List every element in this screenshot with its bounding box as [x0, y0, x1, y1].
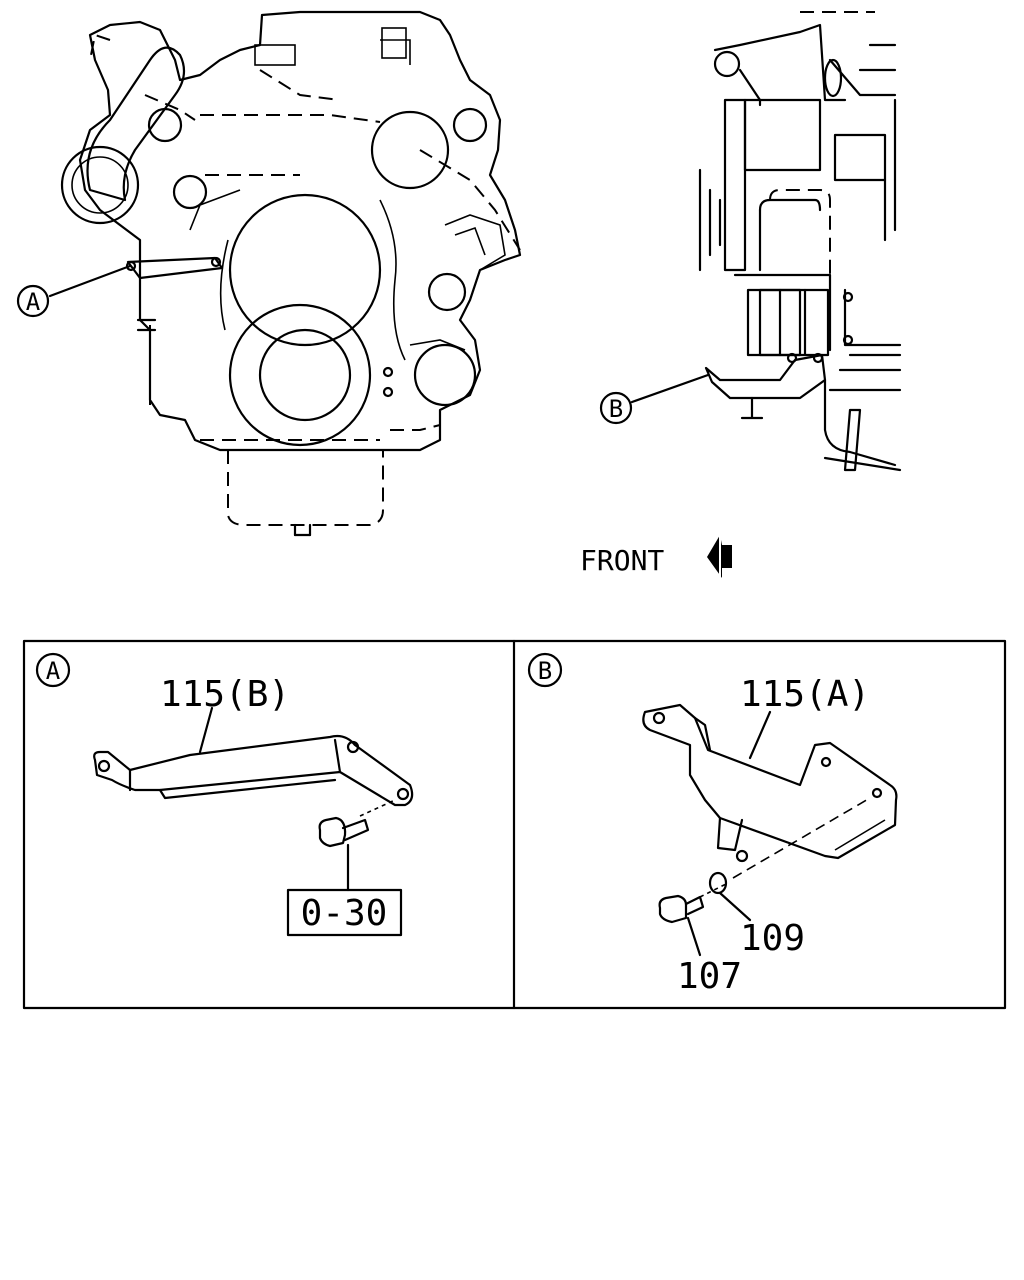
front-label: FRONT	[580, 544, 664, 577]
label-109: 109	[740, 918, 805, 959]
bracket-115a	[642, 703, 898, 879]
callout-a: A	[16, 264, 132, 318]
callout-b: B	[599, 373, 710, 425]
part-label-115a: 115(A)	[740, 674, 870, 715]
engine-side-view	[698, 11, 902, 472]
bolt-107	[658, 882, 729, 957]
front-indicator: FRONT	[580, 535, 732, 580]
bracket-115b	[93, 734, 414, 807]
callout-b-letter: B	[609, 395, 623, 423]
detail-panel-a: A 115(B) 0-30	[35, 652, 414, 937]
detail-panel-b: B 115(A) 109 107	[527, 652, 898, 997]
panel-a-marker: A	[46, 657, 61, 685]
detail-panels	[22, 639, 1007, 1010]
callout-a-letter: A	[26, 288, 41, 316]
part-label-115b: 115(B)	[160, 674, 290, 715]
bolt-0-30	[318, 799, 396, 892]
panel-b-marker: B	[538, 657, 552, 685]
ref-box-label: 0-30	[301, 893, 388, 934]
washer-109	[708, 871, 752, 922]
engine-front-view	[60, 10, 522, 537]
label-107: 107	[677, 956, 742, 997]
